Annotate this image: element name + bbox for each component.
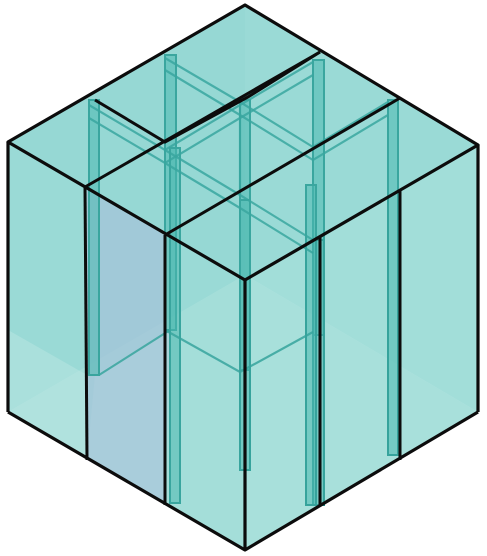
front-partition-line (85, 187, 87, 460)
